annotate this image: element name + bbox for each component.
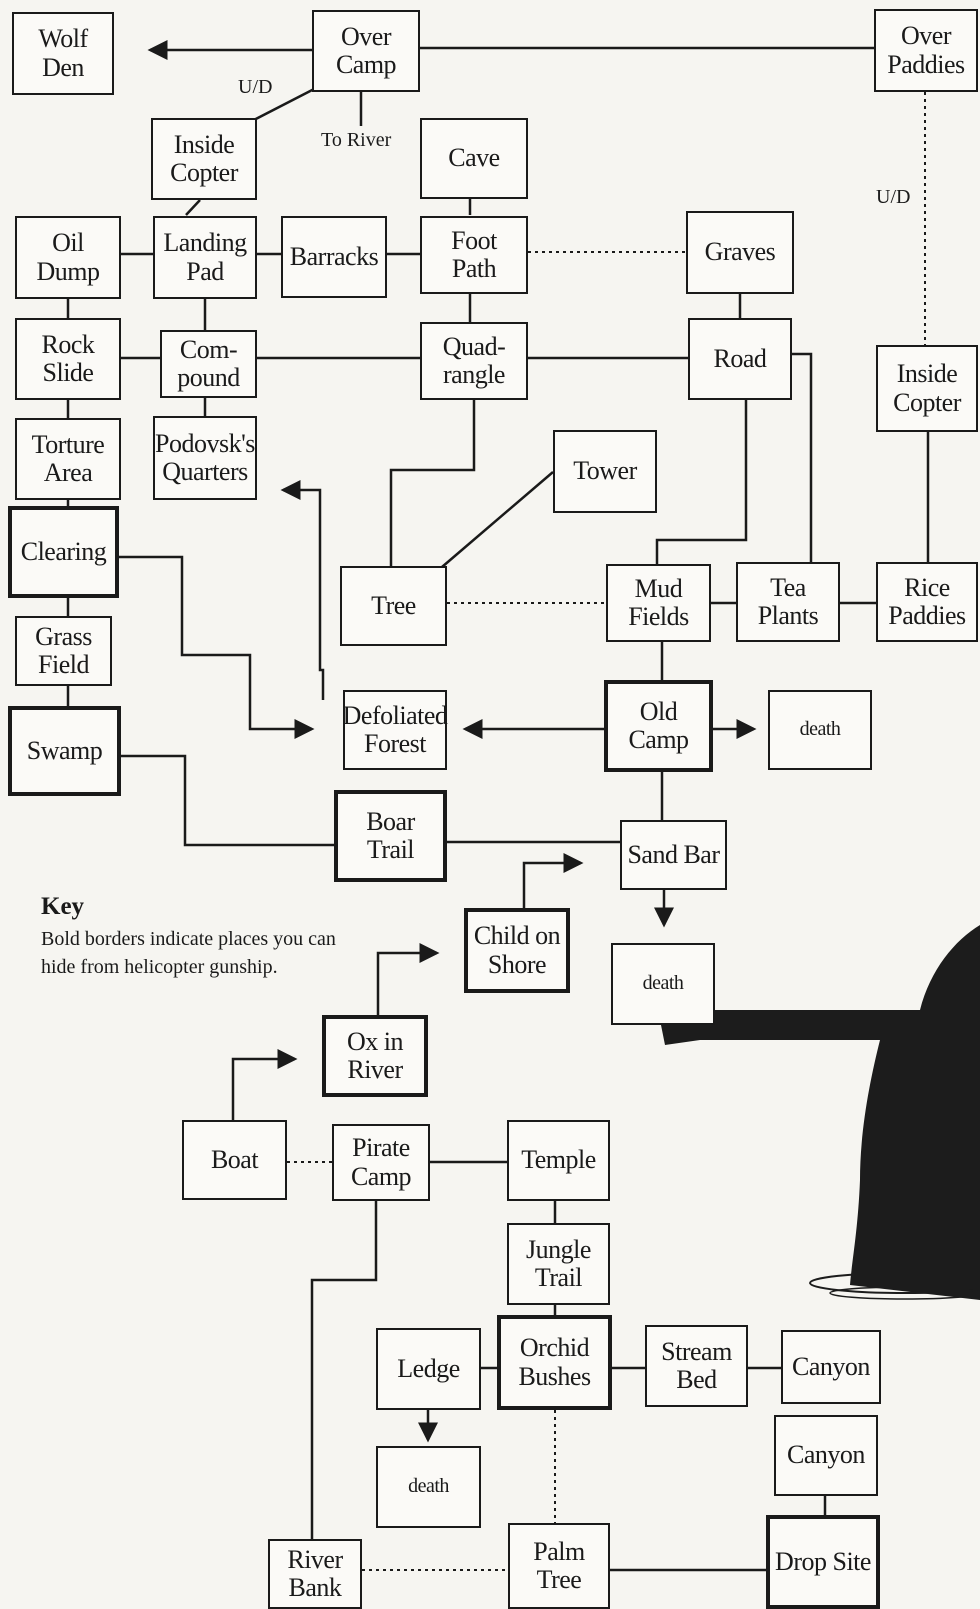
label-ud-left: U/D	[238, 76, 273, 98]
node-pirate-camp: Pirate Camp	[332, 1124, 430, 1201]
node-sand-bar: Sand Bar	[620, 820, 727, 890]
node-old-camp: Old Camp	[604, 680, 713, 772]
node-drop-site: Drop Site	[766, 1515, 880, 1609]
node-swamp: Swamp	[8, 706, 121, 796]
node-clearing: Clearing	[8, 506, 119, 598]
node-defoliated-forest: Defoliated Forest	[343, 690, 448, 770]
node-torture-area: Torture Area	[15, 418, 121, 500]
node-over-camp: Over Camp	[312, 10, 420, 92]
node-boat: Boat	[182, 1120, 287, 1200]
edge-road-mudfields	[655, 400, 748, 566]
edge-clearing-defoliated	[119, 555, 315, 739]
node-cave: Cave	[420, 118, 528, 199]
node-grass-field: Grass Field	[15, 616, 112, 686]
node-barracks: Barracks	[281, 216, 387, 298]
node-canyon-2: Canyon	[774, 1415, 878, 1496]
node-inside-copter: Inside Copter	[151, 118, 257, 200]
edge-tree-tower	[441, 471, 554, 568]
node-ox-in-river: Ox in River	[322, 1015, 428, 1097]
node-boar-trail: Boar Trail	[334, 790, 447, 882]
edge-piratecamp-riverbank	[310, 1201, 378, 1539]
node-ledge: Ledge	[376, 1328, 481, 1410]
node-river-bank: River Bank	[268, 1539, 362, 1609]
edge-defoliated-podovsk	[280, 480, 325, 700]
node-tower: Tower	[553, 430, 657, 513]
node-road: Road	[688, 318, 792, 400]
label-to-river: To River	[321, 129, 392, 151]
edge-road-teaplants	[784, 352, 813, 562]
node-wolf-den: Wolf Den	[12, 12, 114, 95]
edge-swamp-boartrail	[121, 754, 334, 847]
node-compound: Com- pound	[160, 330, 257, 398]
node-orchid-bushes: Orchid Bushes	[497, 1315, 612, 1410]
edge-boat-oxinriver	[231, 1049, 298, 1120]
node-jungle-trail: Jungle Trail	[507, 1223, 610, 1305]
node-death-1: death	[768, 690, 872, 770]
node-death-3: death	[376, 1446, 481, 1528]
node-landing-pad: Landing Pad	[153, 216, 257, 299]
node-temple: Temple	[507, 1120, 610, 1201]
node-rice-paddies: Rice Paddies	[876, 562, 978, 642]
label-ud-right: U/D	[876, 186, 911, 208]
node-foot-path: Foot Path	[420, 216, 528, 294]
key-title: Key	[41, 893, 85, 920]
node-palm-tree: Palm Tree	[508, 1523, 610, 1609]
node-oil-dump: Oil Dump	[15, 216, 121, 299]
node-mud-fields: Mud Fields	[606, 564, 711, 642]
node-graves: Graves	[686, 211, 794, 294]
node-rock-slide: Rock Slide	[15, 318, 121, 400]
node-tea-plants: Tea Plants	[736, 562, 840, 642]
node-canyon-1: Canyon	[781, 1330, 881, 1404]
edge-overcamp-insidecopter	[249, 85, 319, 124]
edge-insidecopter-landingpad	[185, 199, 201, 216]
node-child-on-shore: Child on Shore	[464, 908, 570, 993]
edge-quadrangle-tree	[389, 400, 476, 566]
node-death-2: death	[611, 943, 715, 1025]
node-stream-bed: Stream Bed	[645, 1325, 748, 1407]
node-podovsks-quarters: Podovsk's Quarters	[153, 416, 257, 500]
edge-childonshore-sandbar	[522, 853, 584, 908]
node-over-paddies: Over Paddies	[874, 9, 978, 92]
node-tree: Tree	[340, 566, 447, 646]
node-quadrangle: Quad- rangle	[420, 322, 528, 400]
key-text: Bold borders indicate places you can hid…	[41, 928, 336, 978]
edge-oxinriver-childonshore	[376, 943, 440, 1015]
node-inside-copter-2: Inside Copter	[876, 345, 978, 432]
